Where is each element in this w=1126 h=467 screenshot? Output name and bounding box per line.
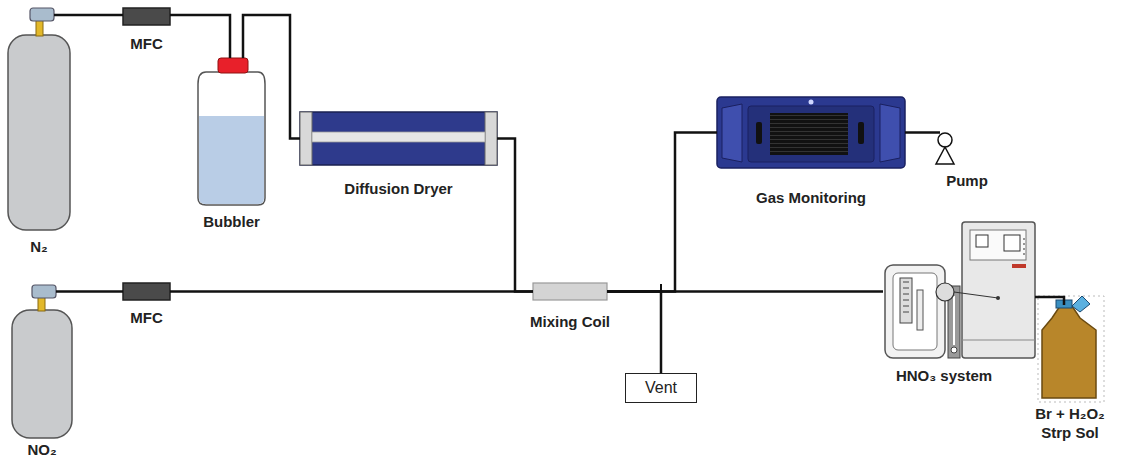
node-label: Mixing Coil (530, 313, 610, 332)
node-label: Pump (946, 172, 988, 191)
gas-cylinder (8, 8, 70, 230)
gas-monitor: Gas Monitoring (717, 97, 905, 168)
node-label: Gas Monitoring (756, 189, 866, 208)
gas-line (607, 133, 717, 292)
hno3-instrument (885, 222, 1035, 358)
mixing-coil (533, 283, 607, 300)
pump-symbol: Pump (937, 132, 957, 165)
solution-bottle (1038, 296, 1104, 402)
node-label: NO₂ (27, 441, 56, 460)
node-label: Diffusion Dryer (344, 180, 452, 199)
mfc-box: MFC (123, 283, 170, 300)
node-label: HNO₃ system (896, 367, 992, 386)
diffusion-dryer (300, 112, 497, 165)
node-label: Br + H₂O₂ Strp Sol (1029, 405, 1111, 443)
gas-cylinder: NO₂ (12, 284, 72, 438)
mfc-box: MFC (123, 8, 170, 25)
gas-line (607, 290, 883, 293)
solution-bottle: Br + H₂O₂ Strp Sol (1040, 305, 1100, 400)
node-label: N₂ (30, 238, 48, 257)
node-text: Vent (645, 379, 677, 397)
mfc-box (123, 283, 170, 300)
node-label: MFC (130, 309, 163, 328)
gas-line (56, 290, 123, 293)
hno3-instrument: HNO₃ system (883, 222, 1035, 358)
bubbler-bottle: Bubbler (198, 58, 265, 205)
node-label: MFC (130, 35, 163, 54)
gas-line (607, 292, 661, 374)
gas-line (170, 15, 230, 58)
gas-line (905, 131, 940, 134)
gas-line (1035, 297, 1064, 305)
gas-monitor (717, 97, 905, 168)
mixing-coil: Mixing Coil (533, 283, 607, 300)
pump-symbol (936, 133, 954, 164)
gas-line (243, 15, 300, 139)
gas-line (497, 139, 533, 292)
gas-cylinder (12, 285, 72, 438)
diffusion-dryer: Diffusion Dryer (300, 112, 497, 165)
mfc-box (123, 8, 170, 25)
gas-line (170, 290, 533, 293)
bubbler-bottle (198, 58, 265, 205)
vent-box: Vent (625, 373, 697, 403)
node-label: Bubbler (203, 213, 260, 232)
gas-cylinder: N₂ (8, 8, 70, 230)
gas-line (54, 14, 123, 17)
